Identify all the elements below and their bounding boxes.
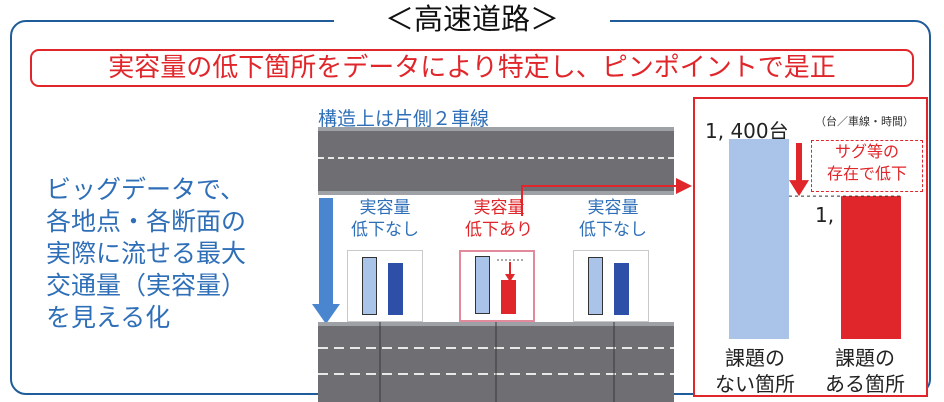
bar-no-issue bbox=[729, 139, 789, 339]
note-line: サグ等の bbox=[834, 142, 899, 161]
mini-bar-capacity bbox=[588, 257, 603, 315]
mini-bar-actual bbox=[388, 263, 403, 315]
section-label-line: 低下なし bbox=[579, 220, 647, 240]
mini-bar-capacity bbox=[475, 256, 490, 314]
road-top bbox=[318, 127, 674, 195]
mini-bar-capacity bbox=[362, 257, 377, 315]
category-label-2: 課題の ある箇所 bbox=[815, 345, 915, 397]
flow-arrow-shaft bbox=[319, 198, 333, 310]
mini-bar-actual bbox=[614, 263, 629, 315]
left-text-line: を見える化 bbox=[46, 303, 171, 332]
lane-marking bbox=[318, 157, 674, 159]
headline-box: 実容量の低下箇所をデータにより特定し、ピンポイントで是正 bbox=[30, 49, 914, 87]
mini-chart-drop bbox=[459, 250, 535, 322]
unit-label: （台／車線・時間） bbox=[815, 115, 914, 128]
section-label-2: 実容量 低下あり bbox=[459, 197, 539, 241]
left-text-line: 交通量（実容量） bbox=[46, 271, 247, 300]
mini-chart-no-drop-2 bbox=[573, 250, 649, 322]
left-text-line: 実際に流せる最大 bbox=[46, 239, 247, 268]
left-text-line: ビッグデータで、 bbox=[46, 175, 246, 204]
connector-arrow bbox=[521, 178, 692, 216]
bar-with-issue bbox=[841, 196, 901, 339]
section-label-1: 実容量 低下なし bbox=[345, 197, 425, 241]
note-line: 存在で低下 bbox=[826, 164, 907, 183]
section-label-line: 実容量 bbox=[587, 198, 639, 218]
road-bottom bbox=[318, 322, 674, 402]
flow-arrow-head bbox=[312, 304, 340, 324]
category-line: 課題の bbox=[725, 346, 785, 370]
section-title: ＜高速道路＞ bbox=[334, 0, 610, 38]
section-label-3: 実容量 低下なし bbox=[573, 197, 653, 241]
road-structure-label: 構造上は片側２車線 bbox=[318, 108, 490, 130]
capacity-detail-panel: （台／車線・時間） 1, 400台 1, 000台 サグ等の 存在で低下 課題の… bbox=[693, 97, 928, 397]
category-line: ない箇所 bbox=[715, 372, 795, 396]
mini-chart-no-drop-1 bbox=[347, 250, 423, 322]
category-line: ある箇所 bbox=[825, 372, 905, 396]
left-text-line: 各地点・各断面の bbox=[46, 207, 247, 236]
category-line: 課題の bbox=[835, 346, 895, 370]
cause-note-box: サグ等の 存在で低下 bbox=[811, 140, 923, 192]
category-label-1: 課題の ない箇所 bbox=[705, 345, 805, 397]
mini-bar-reduced bbox=[501, 280, 516, 314]
capacity-bar-chart bbox=[729, 139, 901, 339]
drop-arrow-head bbox=[789, 180, 809, 197]
section-label-line: 実容量 bbox=[359, 198, 411, 218]
section-label-line: 実容量 bbox=[473, 198, 525, 218]
section-label-line: 低下あり bbox=[465, 220, 533, 240]
left-description: ビッグデータで、 各地点・各断面の 実際に流せる最大 交通量（実容量） を見える… bbox=[46, 174, 246, 334]
section-label-line: 低下なし bbox=[351, 220, 419, 240]
mini-drop-arrow bbox=[497, 259, 523, 282]
